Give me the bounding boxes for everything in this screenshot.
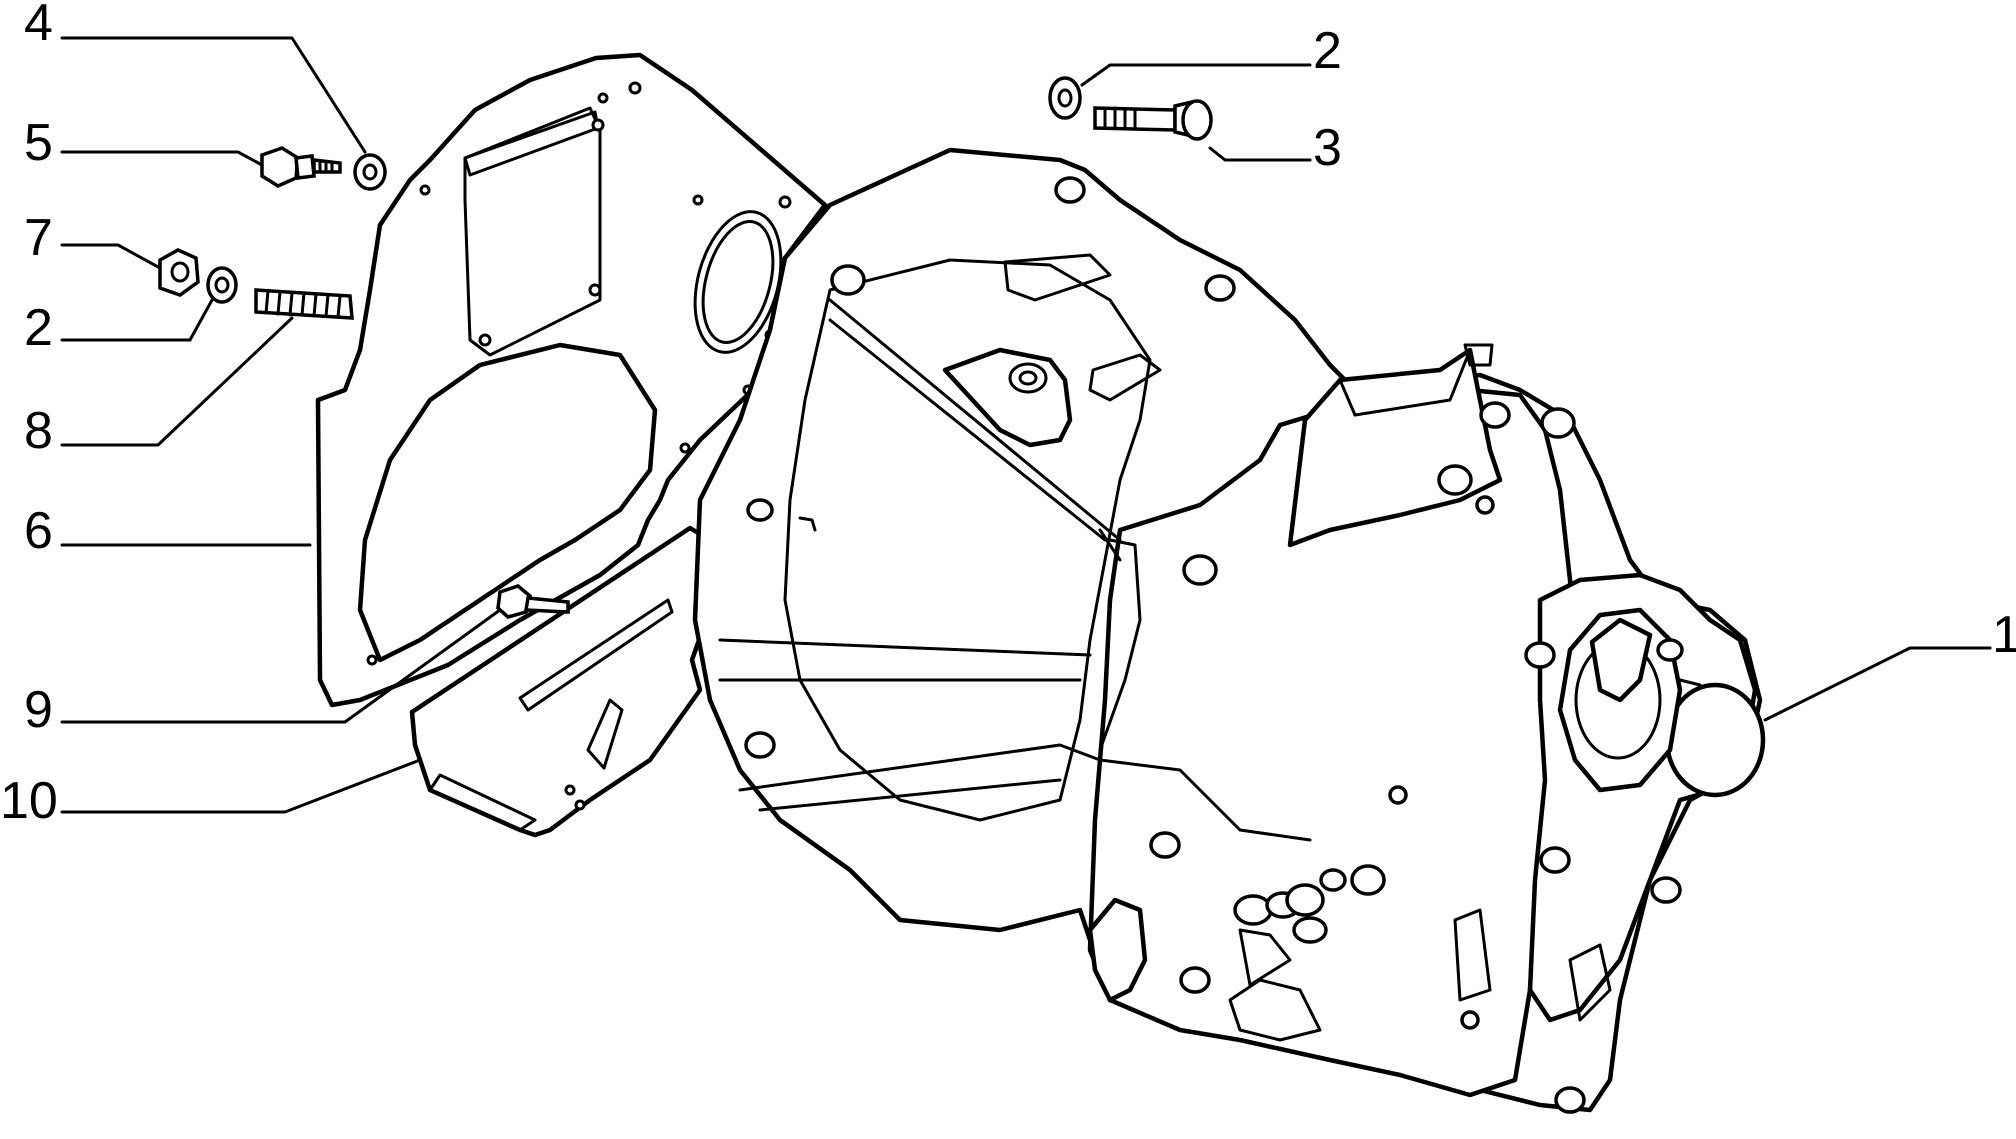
- leader-10: [60, 758, 422, 814]
- leader-7: [60, 243, 162, 270]
- callout-2-top: 2: [1313, 22, 1342, 80]
- leader-8: [60, 316, 294, 447]
- callout-9: 9: [24, 681, 53, 739]
- callout-6: 6: [24, 502, 53, 560]
- leader-2-top: [1080, 63, 1312, 87]
- leader-4: [60, 36, 367, 154]
- gearbox-housing: [692, 147, 1766, 1114]
- nut-part-7: [158, 248, 200, 297]
- callout-8: 8: [24, 402, 53, 460]
- leader-3: [1208, 146, 1312, 162]
- reverse-light-switch: [1233, 868, 1347, 987]
- callout-4: 4: [24, 0, 53, 52]
- callout-7: 7: [24, 209, 53, 267]
- leader-9: [60, 608, 502, 724]
- small-bolt-part-9: [496, 584, 570, 619]
- leader-1: [1763, 646, 1992, 722]
- leader-5: [60, 150, 264, 167]
- washer-part-2-top: [1048, 76, 1082, 120]
- stud-bolt-part-5: [260, 146, 342, 188]
- engine-backing-plate: [315, 52, 828, 708]
- threaded-stud-part-8: [254, 288, 354, 320]
- callout-1: 1: [1992, 606, 2016, 664]
- callout-5: 5: [24, 114, 53, 172]
- callout-2-left: 2: [24, 299, 53, 357]
- leader-2-left: [60, 298, 214, 342]
- callout-10: 10: [0, 772, 58, 830]
- washer-part-4: [353, 153, 387, 191]
- leader-lines: [60, 36, 1992, 814]
- bolt-part-3: [1093, 99, 1213, 141]
- callout-numbers: 4 2 5 3 7 2 8 6 1 9 10: [0, 0, 2016, 830]
- washer-part-2-left: [206, 266, 238, 304]
- callout-3: 3: [1313, 119, 1342, 177]
